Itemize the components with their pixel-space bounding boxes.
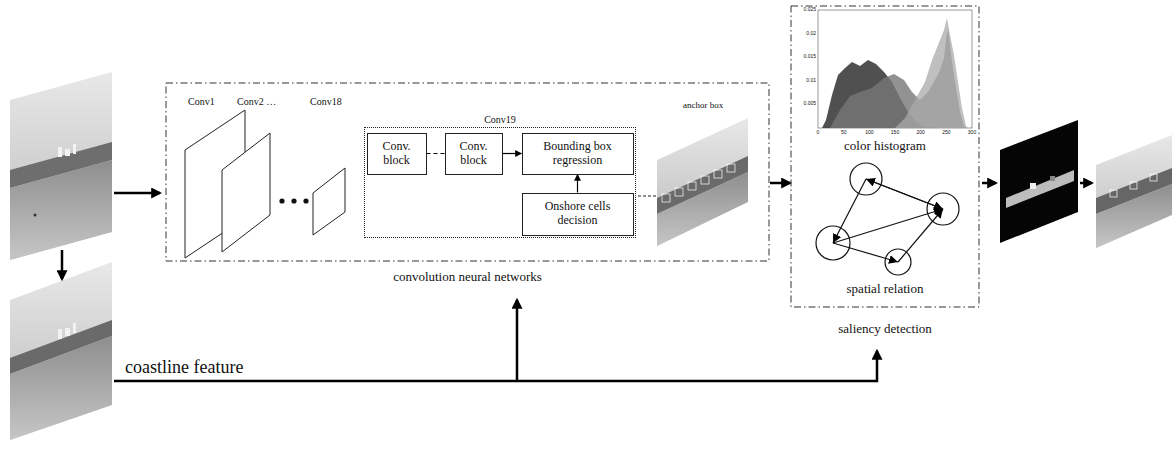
axis-tick: 0.025 bbox=[803, 7, 816, 13]
network-group: convolution neural networksConv19Conv. b… bbox=[165, 82, 770, 262]
connector bbox=[503, 153, 522, 154]
ellipsis-dot bbox=[303, 198, 308, 203]
anchor-cell bbox=[727, 164, 735, 172]
flow-arrow bbox=[114, 192, 160, 195]
connector bbox=[577, 175, 578, 193]
layer-name: Conv1 bbox=[188, 96, 215, 107]
connector bbox=[770, 182, 790, 185]
group-frame bbox=[790, 5, 980, 308]
building bbox=[73, 323, 76, 333]
flow-arrow bbox=[982, 182, 996, 185]
spatial-graph bbox=[816, 163, 959, 275]
connector bbox=[427, 153, 445, 154]
axis-tick: 0.02 bbox=[806, 31, 816, 37]
axis-tick: 0.01 bbox=[806, 78, 816, 84]
saliency-group: saliency detection bbox=[790, 5, 980, 308]
result-cell bbox=[1110, 190, 1117, 197]
axis-tick: 150 bbox=[891, 130, 899, 136]
image-label: anchor box bbox=[683, 101, 723, 111]
axis-tick: 200 bbox=[917, 130, 925, 136]
conv-block: Conv. block bbox=[367, 133, 427, 175]
anchor-cell bbox=[662, 194, 670, 202]
layer-name: Conv2 … bbox=[237, 96, 276, 107]
coastline-wire bbox=[516, 300, 519, 381]
graph-node bbox=[927, 193, 959, 225]
conv-layer bbox=[222, 133, 270, 252]
graph-arrow bbox=[898, 209, 943, 262]
building bbox=[58, 329, 62, 339]
axis-tick: 0 bbox=[817, 130, 820, 136]
boat bbox=[34, 214, 37, 217]
conv-block: Conv. block bbox=[445, 133, 503, 175]
graph-arrow bbox=[833, 243, 898, 262]
graph-node bbox=[816, 226, 850, 260]
building bbox=[58, 147, 62, 157]
sea bbox=[657, 172, 748, 246]
result-cell bbox=[1150, 174, 1157, 181]
panel-label: color histogram bbox=[844, 139, 926, 153]
anchor-cell bbox=[688, 182, 696, 190]
panel-label: spatial relation bbox=[847, 282, 924, 296]
group-outline bbox=[791, 6, 979, 307]
conv-layer bbox=[313, 168, 345, 235]
salient-spot bbox=[1030, 183, 1036, 189]
dashed-link bbox=[638, 196, 656, 197]
input-image bbox=[10, 72, 112, 260]
group-heading: saliency detection bbox=[838, 322, 932, 337]
flow-arrow bbox=[61, 250, 64, 279]
building bbox=[65, 328, 70, 336]
axis-tick: 300 bbox=[968, 130, 976, 136]
axis-tick: 0.015 bbox=[803, 54, 816, 60]
coastline-image bbox=[10, 262, 112, 440]
saliency-map bbox=[1000, 120, 1078, 243]
anchor-cell bbox=[714, 170, 722, 178]
axis-tick: 50 bbox=[841, 130, 847, 136]
flow-arrow bbox=[1080, 182, 1092, 185]
sea bbox=[1096, 184, 1172, 248]
sky bbox=[657, 118, 748, 246]
coastline-wire bbox=[114, 351, 877, 381]
salient-region bbox=[1006, 170, 1074, 208]
layer-name: Conv18 bbox=[310, 96, 342, 107]
box-text: Conv. block bbox=[372, 140, 422, 168]
sky bbox=[1096, 135, 1172, 248]
ellipsis-dot bbox=[279, 198, 284, 203]
graph-arrow bbox=[866, 179, 943, 209]
box-text: Conv. block bbox=[450, 140, 498, 168]
anchor-cell bbox=[675, 188, 683, 196]
group-outline bbox=[166, 83, 769, 261]
graph-node bbox=[850, 163, 882, 195]
result-image bbox=[1096, 135, 1172, 248]
ellipsis-dot bbox=[291, 198, 296, 203]
regression-box: Bounding box regression bbox=[522, 133, 634, 175]
building bbox=[65, 149, 70, 156]
histogram-area bbox=[895, 18, 968, 128]
graph-node bbox=[885, 249, 911, 275]
decision-box: Onshore cells decision bbox=[522, 193, 634, 236]
color-histogram bbox=[818, 10, 972, 128]
sea bbox=[10, 336, 112, 440]
axis-tick: 100 bbox=[865, 130, 873, 136]
box-text: Onshore cells decision bbox=[527, 200, 629, 228]
result-cell bbox=[1130, 182, 1137, 189]
feature-label: coastline feature bbox=[125, 358, 243, 378]
anchor-image bbox=[657, 118, 748, 246]
box-text: Bounding box regression bbox=[527, 140, 629, 168]
sea bbox=[10, 160, 112, 260]
graph-arrow bbox=[866, 179, 943, 209]
sky bbox=[10, 262, 112, 440]
graph-arrow bbox=[833, 179, 866, 243]
salient-spot bbox=[1050, 176, 1055, 181]
map-ground bbox=[1000, 120, 1078, 243]
anchor-cell bbox=[701, 176, 709, 184]
plot-frame bbox=[818, 10, 972, 128]
building bbox=[73, 144, 76, 154]
sky bbox=[10, 72, 112, 260]
conv19-group: Conv19Conv. blockConv. blockBounding box… bbox=[364, 127, 636, 238]
group-heading: Conv19 bbox=[484, 114, 516, 126]
axis-tick: 250 bbox=[942, 130, 950, 136]
group-heading: convolution neural networks bbox=[393, 270, 542, 285]
axis-tick: 0.005 bbox=[803, 102, 816, 108]
